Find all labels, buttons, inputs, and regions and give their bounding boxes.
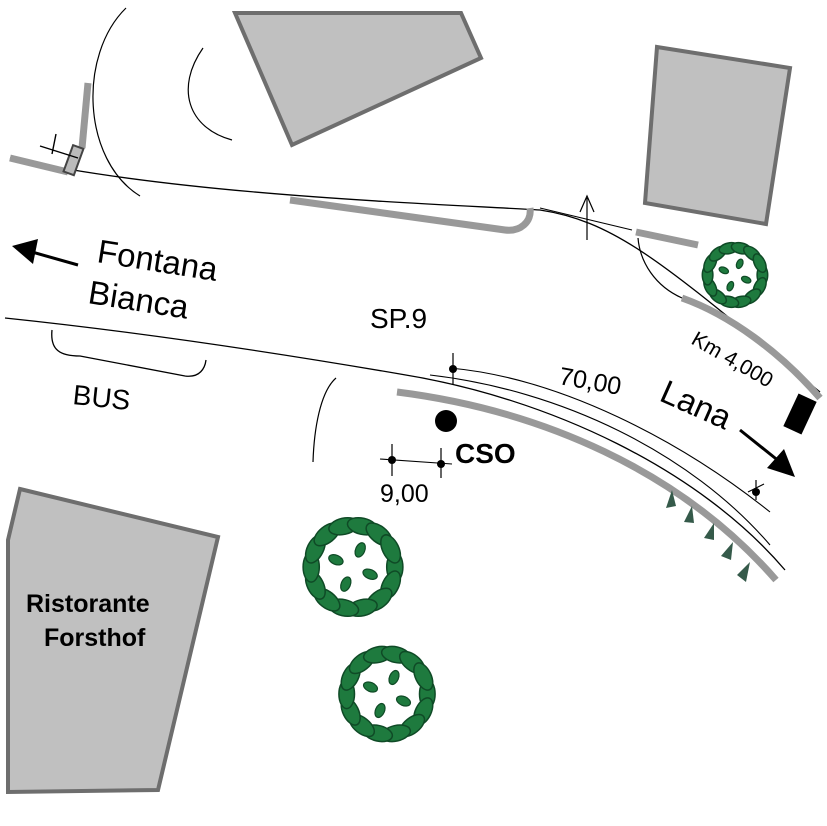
tree-leaf [413,662,434,691]
tree-inner-leaf [395,695,412,707]
side-road-curve-inner [187,47,233,141]
label-km: Km 4,000 [688,327,777,392]
tree-inner-leaf [718,266,730,275]
km-marker-icon [783,393,817,435]
arrow-right-icon [739,428,795,477]
access-line-north [539,207,633,231]
tree-inner-leaf [726,280,735,292]
label-restaurant-2: Forsthof [44,624,146,652]
tree-inner-leaf [374,702,386,719]
side-road-curve-right [637,237,683,299]
guardrail-left-vertical [78,82,92,149]
access-curve-south [312,377,337,463]
tree-inner-leaf [328,554,344,566]
north-arrow-icon [579,194,595,240]
label-restaurant-1: Ristorante [26,590,150,618]
tree-inner-leaf [388,669,400,686]
arrow-left-icon [12,239,79,267]
label-dist-9: 9,00 [380,480,429,508]
embankment-spikes [666,490,750,582]
road-edge-north [9,157,821,393]
tree-inner-leaf [362,681,379,693]
label-sp9: SP.9 [370,303,427,334]
side-road-curve-left [92,7,141,197]
sign-post-icon [62,143,85,177]
road-edge-inner [429,374,771,546]
tree-inner-leaf [735,258,744,270]
tree-inner-leaf [740,275,752,284]
dimension-tick-1 [449,353,457,385]
guardrail-left-horizontal [9,154,69,176]
label-bus: BUS [71,379,132,416]
dimension-line-70 [449,367,771,513]
tree-inner-leaf [340,576,352,592]
sign-post-bar [39,133,79,159]
guardrail-south [396,388,779,583]
tree-icon [302,516,404,618]
building-restaurant [6,486,221,795]
road-edge-south [4,317,786,571]
bus-stop-bracket [51,329,207,377]
tree-inner-leaf [362,568,378,580]
label-lana: Lana [655,373,738,437]
tree-inner-leaf [354,542,366,558]
tree-icon [338,645,436,743]
building-top-right [642,44,793,227]
guardrail-east [680,294,823,401]
tree-leaf [380,534,402,564]
cso-point-icon [435,410,457,432]
tree-leaf [752,253,767,274]
trees-layer [302,241,769,743]
guardrail-north-right [635,228,699,249]
tree-icon [701,241,769,309]
label-cso: CSO [455,438,516,469]
dimension-tick-2 [747,480,765,500]
dimension-line-9 [379,444,453,478]
guardrail-north-center [289,196,534,234]
building-top-center [231,11,484,148]
